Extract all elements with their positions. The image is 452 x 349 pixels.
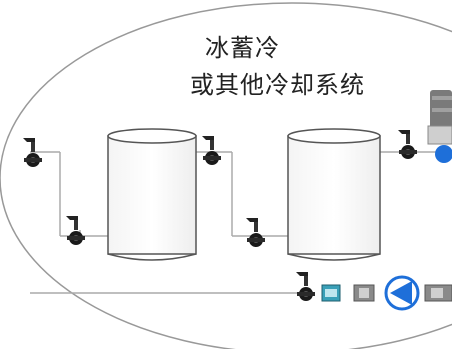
pipe-fittings [321,284,452,302]
storage-tank-icon [107,128,197,261]
system-label-line-2: 或其他冷却系统 [190,71,365,99]
system-label-line-1: 冰蓄冷 [205,34,280,62]
motor-icon [427,90,452,163]
circulation-pump-icon[interactable] [384,275,420,311]
storage-tank-icon [287,128,381,261]
butterfly-valve-icon[interactable] [398,130,417,159]
butterfly-valve-icon[interactable] [66,216,85,245]
piping [30,151,452,294]
butterfly-valve-icon[interactable] [246,218,265,247]
butterfly-valve-icon[interactable] [202,136,221,165]
butterfly-valve-icon[interactable] [296,272,315,301]
